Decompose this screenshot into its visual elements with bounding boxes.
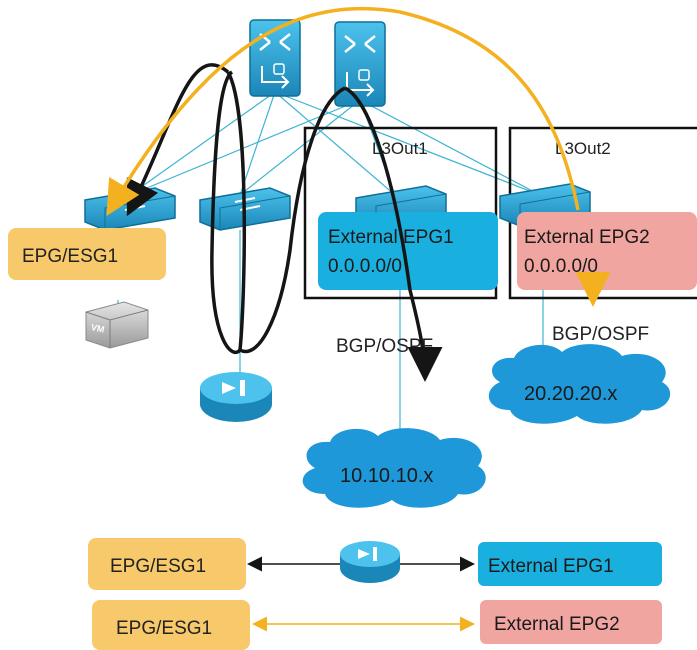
external-epg2-name: External EPG2 xyxy=(524,227,650,248)
l3out1-label: L3Out1 xyxy=(372,139,428,158)
traffic-path-black xyxy=(126,63,443,382)
l3out2-label: L3Out2 xyxy=(555,139,611,158)
cloud2-label: 20.20.20.x xyxy=(524,383,617,405)
vm-icon: VM xyxy=(85,301,149,349)
external-epg2-subnet: 0.0.0.0/0 xyxy=(524,256,598,277)
protocol-label-1: BGP/OSPF xyxy=(336,336,433,357)
spine-switch-icon[interactable] xyxy=(334,21,386,107)
legend-external-epg1-box xyxy=(478,542,662,586)
traffic-path-orange xyxy=(106,6,611,307)
l3out1-frame xyxy=(303,126,498,300)
legend-row-1: EPG/ESG1 External EPG1 xyxy=(88,538,662,590)
legend-row1-right: External EPG1 xyxy=(488,556,614,577)
legend-row2-left: EPG/ESG1 xyxy=(116,618,212,639)
legend-external-epg2-box xyxy=(480,600,662,644)
external-epg1-box[interactable]: External EPG1 0.0.0.0/0 xyxy=(318,212,498,290)
router-icon[interactable] xyxy=(200,372,272,422)
legend-row1-left: EPG/ESG1 xyxy=(110,556,206,577)
legend-row-2: EPG/ESG1 External EPG2 xyxy=(92,600,662,650)
external-epg1-subnet: 0.0.0.0/0 xyxy=(328,256,402,277)
spine-switch-icon[interactable] xyxy=(249,19,301,97)
cloud1-label: 10.10.10.x xyxy=(340,465,433,487)
cloud-icon: 10.10.10.x xyxy=(302,428,486,508)
epg-esg1-box[interactable]: EPG/ESG1 xyxy=(8,228,166,280)
protocol-label-2: BGP/OSPF xyxy=(552,324,649,345)
legend-row2-right: External EPG2 xyxy=(494,614,620,635)
cloud-icon: 20.20.20.x xyxy=(488,344,671,424)
router-icon xyxy=(340,541,400,583)
external-epg2-box[interactable]: External EPG2 0.0.0.0/0 xyxy=(517,212,697,290)
epg-esg1-label: EPG/ESG1 xyxy=(22,246,118,267)
legend-epg-esg1-box-2 xyxy=(92,600,250,650)
legend-epg-esg1-box-1 xyxy=(88,538,246,590)
external-epg1-name: External EPG1 xyxy=(328,227,454,248)
vm-label: VM xyxy=(90,322,105,335)
